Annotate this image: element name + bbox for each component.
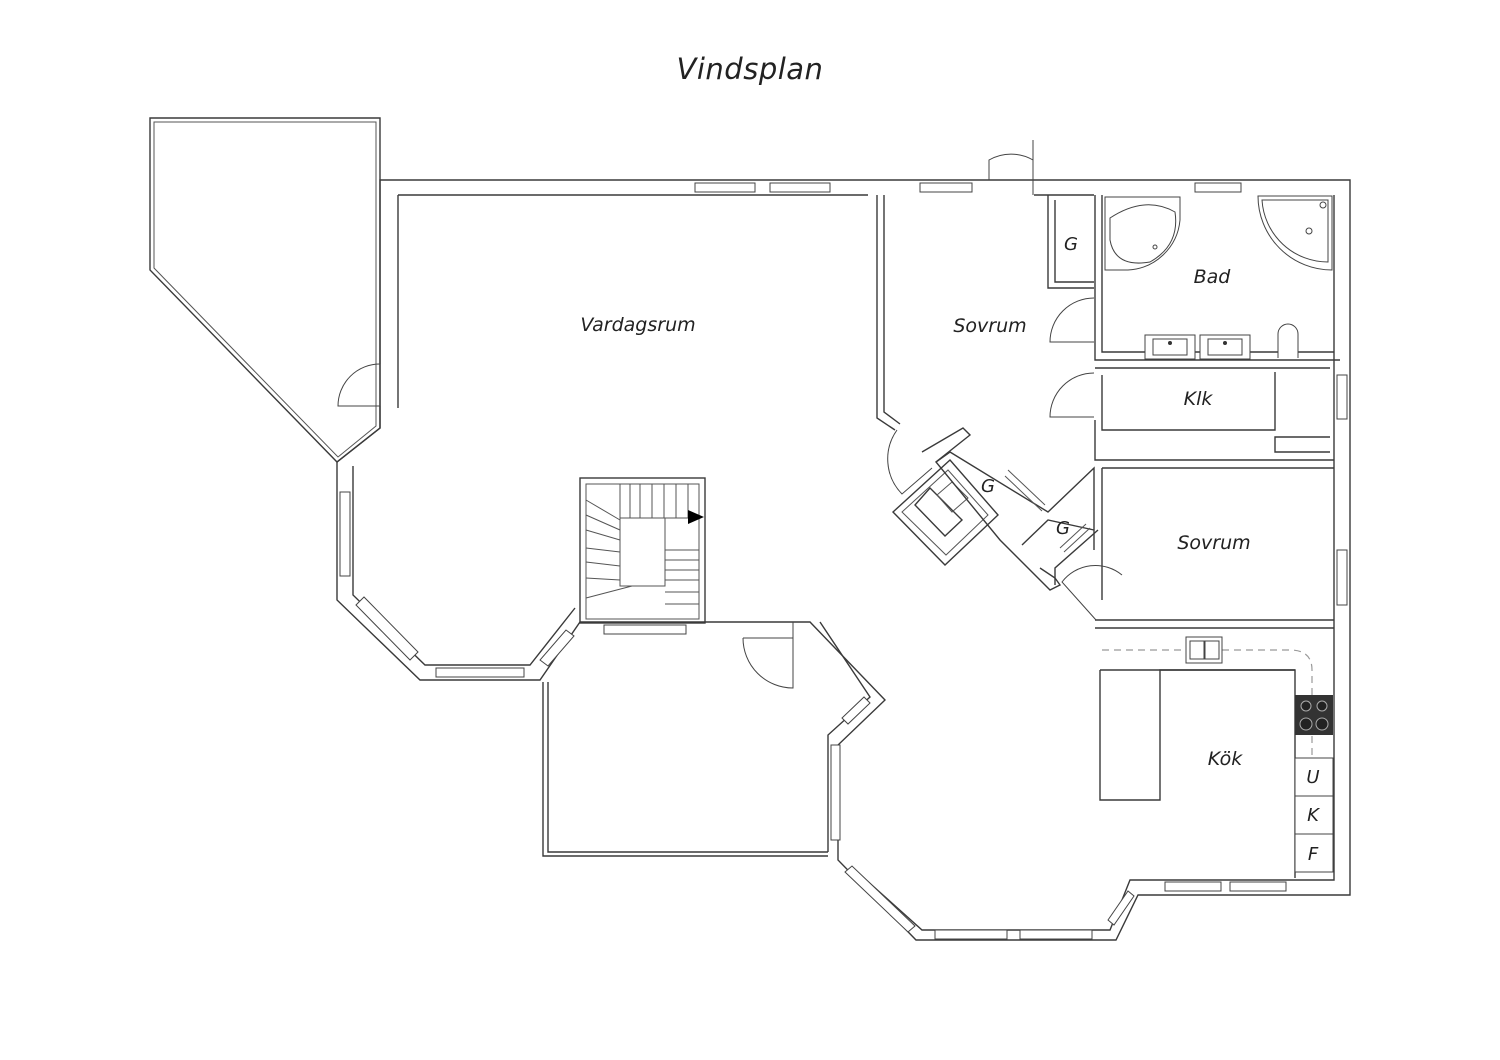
label-garderob-2: G: [981, 476, 995, 497]
label-garderob-1: G: [1064, 234, 1078, 255]
label-kok: Kök: [1208, 748, 1243, 770]
label-vardagsrum: Vardagsrum: [580, 314, 695, 336]
doors: [337, 140, 1123, 689]
label-sovrum-2: Sovrum: [1177, 532, 1250, 554]
label-appliance-k: K: [1307, 805, 1320, 826]
label-sovrum-1: Sovrum: [953, 315, 1026, 337]
label-appliance-f: F: [1308, 844, 1319, 865]
exterior-walls: [336, 179, 1351, 941]
balcony: [149, 117, 381, 463]
label-appliance-u: U: [1306, 767, 1319, 788]
room-labels: Vardagsrum Sovrum Bad Klk Sovrum Kök G G…: [580, 234, 1320, 865]
windows: [339, 182, 1348, 940]
plan-title: Vindsplan: [676, 52, 824, 86]
label-klk: Klk: [1184, 388, 1214, 410]
bathroom-fixtures: [1104, 195, 1333, 360]
label-garderob-3: G: [1056, 518, 1070, 539]
staircase: [579, 477, 706, 624]
chimney-block: [891, 427, 1099, 591]
label-bad: Bad: [1194, 266, 1232, 288]
interior-walls: [876, 194, 1340, 629]
kitchen-fixtures: [1099, 636, 1334, 878]
